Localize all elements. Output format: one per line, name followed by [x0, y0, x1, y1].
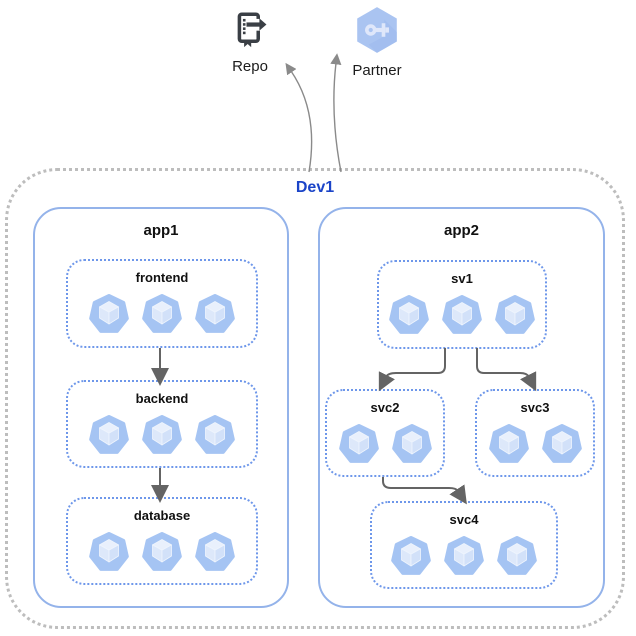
app1-box: app1 frontend backend database — [33, 207, 289, 608]
pod-icon — [392, 423, 432, 463]
pod-icon — [391, 535, 431, 575]
pod-icon — [195, 531, 235, 571]
svc4-pods — [391, 535, 537, 575]
service-box-database: database — [66, 497, 258, 585]
app2-box: app2 sv1 svc2 svc3 svc4 — [318, 207, 605, 608]
repo-label: Repo — [232, 58, 268, 75]
service-box-svc4: svc4 — [370, 501, 558, 589]
partner-interconnect-icon — [357, 7, 397, 53]
pod-icon — [195, 293, 235, 333]
pod-icon — [442, 294, 482, 334]
service-box-sv1: sv1 — [377, 260, 547, 349]
svc3-pods — [489, 423, 582, 463]
pod-icon — [142, 531, 182, 571]
sv1-pods — [389, 294, 535, 334]
database-label: database — [133, 508, 191, 523]
pod-icon — [89, 293, 129, 333]
pod-icon — [489, 423, 529, 463]
database-pods — [89, 531, 235, 571]
svc4-label: svc4 — [449, 512, 479, 527]
pod-icon — [495, 294, 535, 334]
pod-icon — [444, 535, 484, 575]
pod-icon — [89, 414, 129, 454]
service-box-frontend: frontend — [66, 259, 258, 348]
backend-pods — [89, 414, 235, 454]
pod-icon — [89, 531, 129, 571]
service-box-svc3: svc3 — [475, 389, 595, 477]
pod-icon — [142, 414, 182, 454]
dev1-boundary: Dev1 — [5, 168, 625, 629]
external-node-repo: Repo — [222, 8, 278, 75]
pod-icon — [339, 423, 379, 463]
app1-label: app1 — [143, 222, 179, 239]
backend-label: backend — [135, 391, 189, 406]
pod-icon — [195, 414, 235, 454]
service-box-svc2: svc2 — [325, 389, 445, 477]
pod-icon — [142, 293, 182, 333]
pod-icon — [389, 294, 429, 334]
pod-icon — [542, 423, 582, 463]
edge-dev1-to-partner — [330, 53, 342, 173]
svc3-label: svc3 — [520, 400, 550, 415]
frontend-pods — [89, 293, 235, 333]
app2-label: app2 — [443, 222, 479, 239]
partner-label: Partner — [352, 62, 402, 79]
service-box-backend: backend — [66, 380, 258, 468]
frontend-label: frontend — [135, 270, 189, 285]
external-node-partner: Partner — [345, 5, 409, 79]
sv1-label: sv1 — [451, 271, 473, 286]
dev1-label: Dev1 — [295, 179, 335, 196]
source-repository-icon — [237, 12, 267, 48]
pod-icon — [497, 535, 537, 575]
svc2-label: svc2 — [370, 400, 400, 415]
edge-dev1-to-repo — [285, 62, 313, 173]
svc2-pods — [339, 423, 432, 463]
